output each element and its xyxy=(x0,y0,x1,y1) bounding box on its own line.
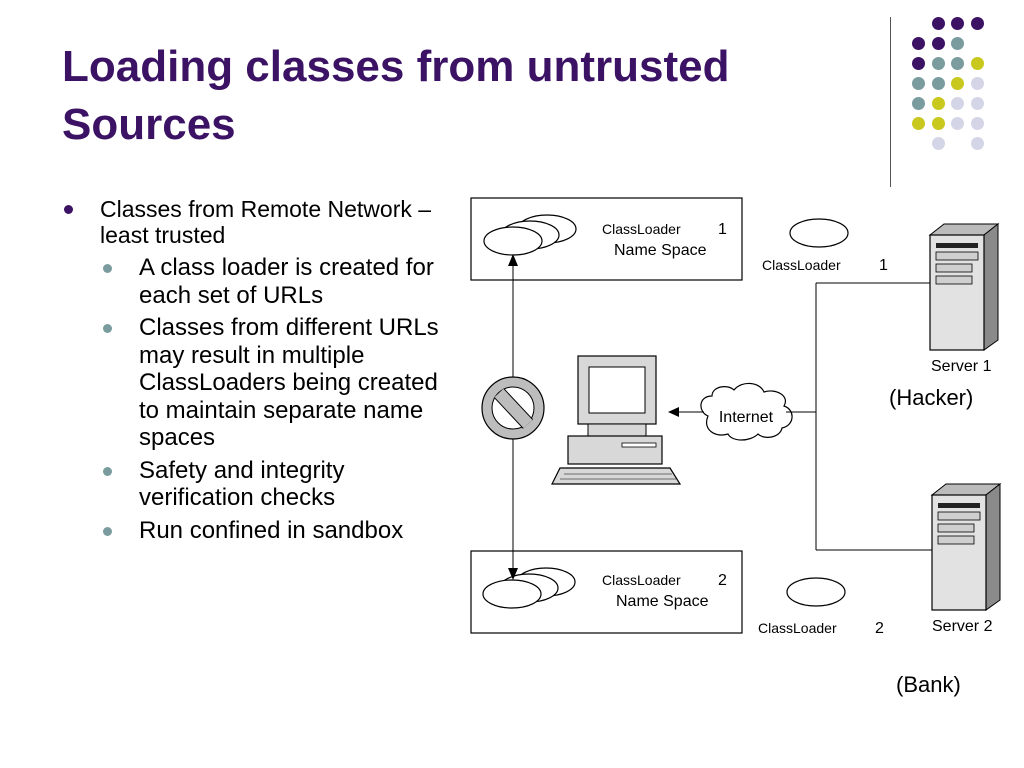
decorative-dot xyxy=(951,117,964,130)
sub-bullet-4: Run confined in sandbox xyxy=(62,517,442,545)
sub-bullet-3: Safety and integrity verification checks xyxy=(62,457,442,512)
decorative-dot xyxy=(951,57,964,70)
decorative-dot xyxy=(970,97,984,110)
server-1-icon: Server 1 xyxy=(928,222,1000,375)
namespace-1-classloader-text: ClassLoader xyxy=(602,221,681,237)
server-classloader-2-number: 2 xyxy=(875,620,884,637)
server-classloader-1-number: 1 xyxy=(879,257,888,274)
decorative-dot xyxy=(970,137,984,150)
decorative-dot xyxy=(912,37,925,50)
bullet-main-text: Classes from Remote Network – least trus… xyxy=(100,196,432,248)
slide-title-line-2: Sources xyxy=(62,100,236,149)
sub-bullet-marker-3 xyxy=(103,466,112,476)
server-classloader-1-text: ClassLoader xyxy=(762,257,841,273)
sub-bullet-text-3: Safety and integrity verification checks xyxy=(139,456,345,512)
hacker-note: (Hacker) xyxy=(889,385,974,410)
sub-bullet-1: A class loader is created for each set o… xyxy=(62,254,442,309)
namespace-2-box: ClassLoader 2 Name Space xyxy=(470,550,743,634)
internet-label: Internet xyxy=(719,409,774,426)
slide-title: Loading classes from untrusted Sources xyxy=(62,38,862,154)
decorative-dot xyxy=(931,77,945,90)
namespace-2-label: Name Space xyxy=(616,593,709,610)
namespace-1-label: Name Space xyxy=(614,242,707,259)
title-divider-line xyxy=(890,17,891,187)
server-classloader-2-text: ClassLoader xyxy=(758,620,837,636)
namespace-2-number: 2 xyxy=(718,572,727,589)
client-computer-icon xyxy=(551,355,682,485)
classloader-diagram: ClassLoader 1 Name Space ClassLoader 2 N… xyxy=(470,197,1002,637)
internet-cloud-icon: Internet xyxy=(700,382,793,441)
sub-bullet-marker-4 xyxy=(103,526,112,536)
namespace-1-number: 1 xyxy=(718,221,727,238)
decorative-dot xyxy=(912,77,925,90)
sub-bullet-text-2: Classes from different URLs may result i… xyxy=(139,314,439,451)
namespace-2-classloader-text: ClassLoader xyxy=(602,572,681,588)
server-classloader-1: ClassLoader 1 xyxy=(762,218,888,274)
namespace-1-box: ClassLoader 1 Name Space xyxy=(470,197,743,281)
network-wiring xyxy=(786,282,932,551)
sub-bullet-2: Classes from different URLs may result i… xyxy=(62,314,442,452)
server-2-label: Server 2 xyxy=(932,618,993,635)
decorative-dot xyxy=(970,57,984,70)
sub-bullet-text-4: Run confined in sandbox xyxy=(139,516,404,544)
decorative-dot xyxy=(970,117,984,130)
decorative-dot xyxy=(931,137,945,150)
internet-to-computer-arrow xyxy=(668,407,704,417)
decorative-dot-grid xyxy=(900,10,1020,180)
sub-bullet-marker-2 xyxy=(103,324,112,333)
server-1-label: Server 1 xyxy=(931,358,992,375)
decorative-dot xyxy=(931,97,945,110)
decorative-dot xyxy=(970,17,984,30)
decorative-dot xyxy=(951,97,964,110)
server-2-icon: Server 2 xyxy=(930,482,1002,635)
sub-bullet-text-1: A class loader is created for each set o… xyxy=(139,254,434,309)
decorative-dot xyxy=(912,117,925,130)
slide-title-line-1: Loading classes from untrusted xyxy=(62,42,730,91)
decorative-dot xyxy=(951,77,964,90)
decorative-dot xyxy=(951,37,964,50)
bullet-main: Classes from Remote Network – least trus… xyxy=(62,196,442,248)
decorative-dot xyxy=(970,77,984,90)
decorative-dot xyxy=(931,17,945,30)
decorative-dot xyxy=(931,117,945,130)
decorative-dot xyxy=(931,37,945,50)
bullet-marker-main xyxy=(64,205,73,214)
decorative-dot xyxy=(951,17,964,30)
sub-bullet-marker-1 xyxy=(103,264,112,273)
decorative-dot xyxy=(912,57,925,70)
prohibited-icon xyxy=(481,376,545,440)
decorative-dot xyxy=(931,57,945,70)
bank-note: (Bank) xyxy=(896,672,961,697)
bullet-list: Classes from Remote Network – least trus… xyxy=(62,196,442,544)
decorative-dot xyxy=(912,97,925,110)
server-classloader-2: ClassLoader 2 xyxy=(758,577,884,637)
